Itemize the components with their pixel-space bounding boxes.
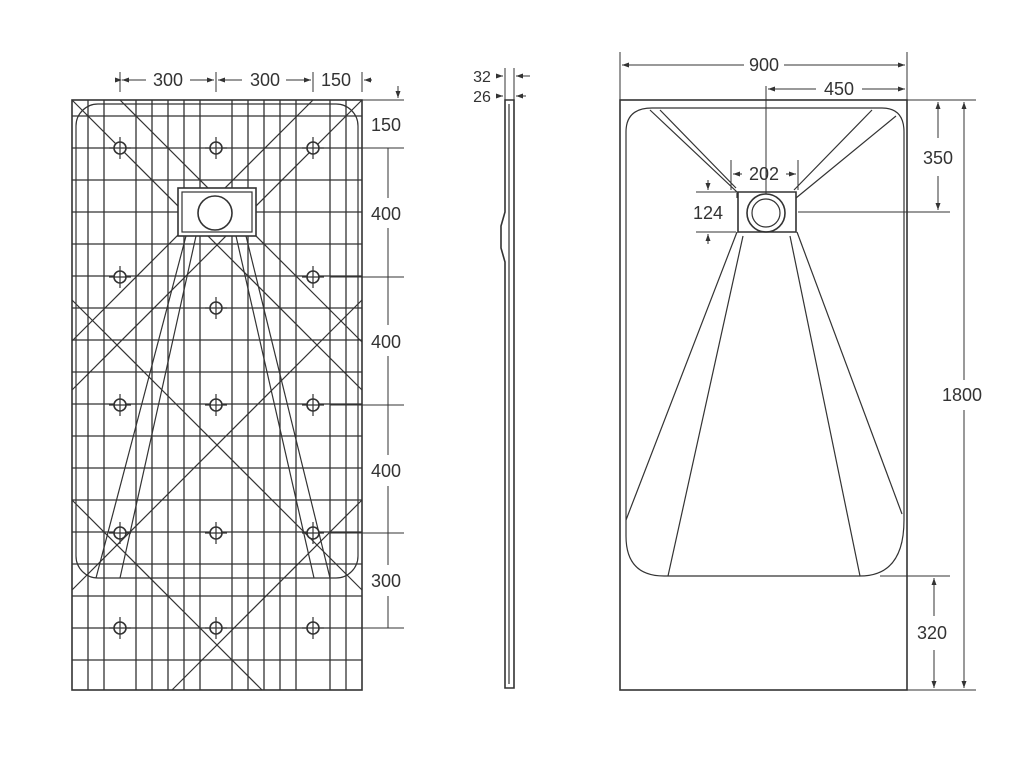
grid-diagonal-rib: [171, 499, 363, 691]
slope-facet-1: [649, 109, 738, 198]
underside-slope-line: [119, 235, 197, 579]
dim-drain-width: 202: [749, 164, 779, 184]
dim-half-width: 450: [824, 79, 854, 99]
dim-height-4: 400: [371, 461, 401, 481]
grid-diagonal-rib: [71, 499, 263, 691]
underside-width-dimensions: 300 300 150: [115, 70, 372, 92]
slope-facet-4: [789, 235, 861, 577]
dim-width: 900: [749, 55, 779, 75]
underside-height-dimensions: 150 400 400 400 300: [330, 86, 404, 629]
dim-flat-zone: 320: [917, 623, 947, 643]
underside-slope-line: [95, 235, 187, 579]
top-drain-inner: [751, 198, 781, 228]
tray-outline: [619, 99, 908, 691]
side-view: 32 26: [473, 68, 530, 689]
dim-width-3: 150: [321, 70, 351, 90]
dim-thickness-2: 26: [473, 89, 491, 106]
dim-height-1: 150: [371, 115, 401, 135]
underside-slope-line: [245, 235, 331, 579]
top-drain-square: [737, 191, 797, 233]
underside-drain-block: [177, 187, 257, 237]
top-view: 900 450 202 124 350 1800 320: [619, 52, 982, 691]
support-feet: [109, 137, 324, 639]
underside-drain-hole: [197, 195, 233, 231]
dim-length: 1800: [942, 385, 982, 405]
slope-facet-3: [625, 231, 738, 521]
underside-slope-line: [235, 235, 315, 579]
dim-width-1: 300: [153, 70, 183, 90]
underside-drain-frame: [181, 191, 253, 233]
slope-facet-2: [793, 109, 873, 191]
side-profile: [500, 99, 515, 689]
dim-height-3: 400: [371, 332, 401, 352]
underside-outline: [71, 99, 363, 691]
underside-view: 300 300 150 150 400 400 400 300: [71, 70, 404, 691]
tray-inner-basin: [625, 107, 905, 577]
dim-height-2: 400: [371, 204, 401, 224]
dim-width-2: 300: [250, 70, 280, 90]
dim-height-5: 300: [371, 571, 401, 591]
top-drain-outer: [746, 193, 786, 233]
dim-drain-height: 124: [693, 203, 723, 223]
dim-drain-offset: 350: [923, 148, 953, 168]
underside-inner-outline: [75, 103, 359, 579]
dim-thickness-1: 32: [473, 69, 491, 86]
